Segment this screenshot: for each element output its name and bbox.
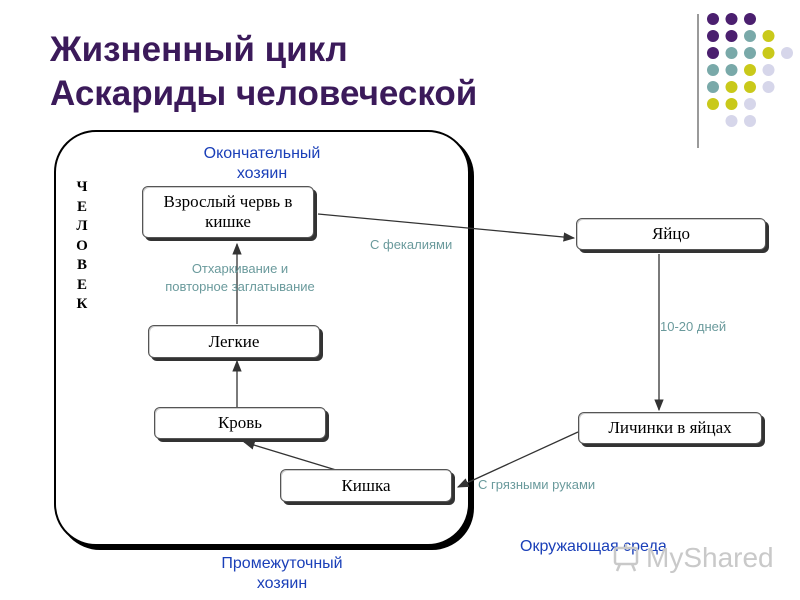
edge-label-with-feces: С фекалиями (370, 237, 453, 252)
decorative-dot (781, 47, 793, 59)
watermark: MyShared (612, 538, 774, 578)
edge-label-coughing: Отхаркивание и повторное заглатывание (165, 261, 315, 294)
node-egg-label: Яйцо (651, 224, 691, 243)
decorative-dot (762, 47, 775, 59)
vertical-letter: О (76, 237, 88, 254)
decorative-dot (707, 47, 719, 59)
node-lungs-label: Легкие (208, 331, 260, 351)
decorative-dot (725, 30, 738, 42)
vertical-letter: Ч (76, 179, 88, 195)
decorative-dot (725, 81, 738, 93)
decorative-dot (707, 98, 719, 110)
title-line-2: Аскариды человеческой (50, 74, 478, 113)
decorative-dot (744, 47, 756, 59)
decorative-vertical-line (697, 14, 699, 148)
decorative-dot (725, 13, 738, 25)
decorative-dot (725, 115, 738, 127)
node-egg: Яйцо (576, 218, 766, 250)
vertical-letter: В (76, 257, 87, 273)
node-intestine-label: Кишка (341, 475, 391, 495)
decorative-dot (762, 30, 775, 42)
decorative-dot-grid (707, 13, 793, 127)
node-adult-worm: Взрослый червь в кишке (142, 186, 314, 238)
definitive-host-label: Окончательный хозяин (203, 145, 321, 182)
node-blood-label: Кровь (217, 413, 263, 432)
watermark-logo-icon (613, 544, 639, 572)
decorative-dot (762, 81, 775, 93)
node-lungs: Легкие (148, 325, 320, 358)
decorative-dot (762, 64, 775, 76)
vertical-letter: Е (76, 198, 87, 215)
environment-label: Окружающая среда (520, 538, 667, 555)
decorative-dot (725, 98, 738, 110)
decorative-dot (707, 81, 719, 93)
decorative-dot (744, 81, 756, 93)
title-line-1: Жизненный цикл (50, 30, 348, 69)
decorative-dot (744, 64, 756, 76)
arrow-worm-to-egg (317, 213, 576, 242)
page-title: Жизненный цикл Аскариды человеческой (50, 28, 477, 116)
decorative-dot (725, 64, 738, 76)
node-adult-worm-label: Взрослый червь в кишке (163, 192, 293, 231)
decorative-dot (744, 30, 756, 42)
vertical-letter: Л (76, 218, 88, 234)
vertical-letter: К (76, 296, 88, 312)
decorative-dot (725, 47, 738, 59)
node-larvae-in-eggs: Личинки в яйцах (578, 412, 762, 444)
node-blood: Кровь (154, 407, 326, 439)
arrow-larvae-to-intestine (456, 431, 579, 488)
edge-label-dirty-hands: С грязными руками (478, 477, 596, 492)
decorative-dot (707, 13, 719, 25)
vertical-word-human: Ч Е Л О В Е К (72, 178, 92, 315)
decorative-dot (744, 98, 756, 110)
decorative-dot (744, 13, 756, 25)
node-intestine: Кишка (280, 469, 452, 502)
watermark-text: MyShared (646, 542, 774, 573)
arrow-intestine-to-blood (242, 440, 337, 471)
decorative-dot (707, 64, 719, 76)
node-larvae-in-eggs-label: Личинки в яйцах (608, 418, 732, 437)
intermediate-host-label: Промежуточный хозяин (221, 555, 343, 592)
decorative-dot (744, 115, 756, 127)
edge-label-days: 10-20 дней (660, 319, 727, 334)
decorative-dot (707, 30, 719, 42)
vertical-letter: Е (76, 276, 87, 293)
